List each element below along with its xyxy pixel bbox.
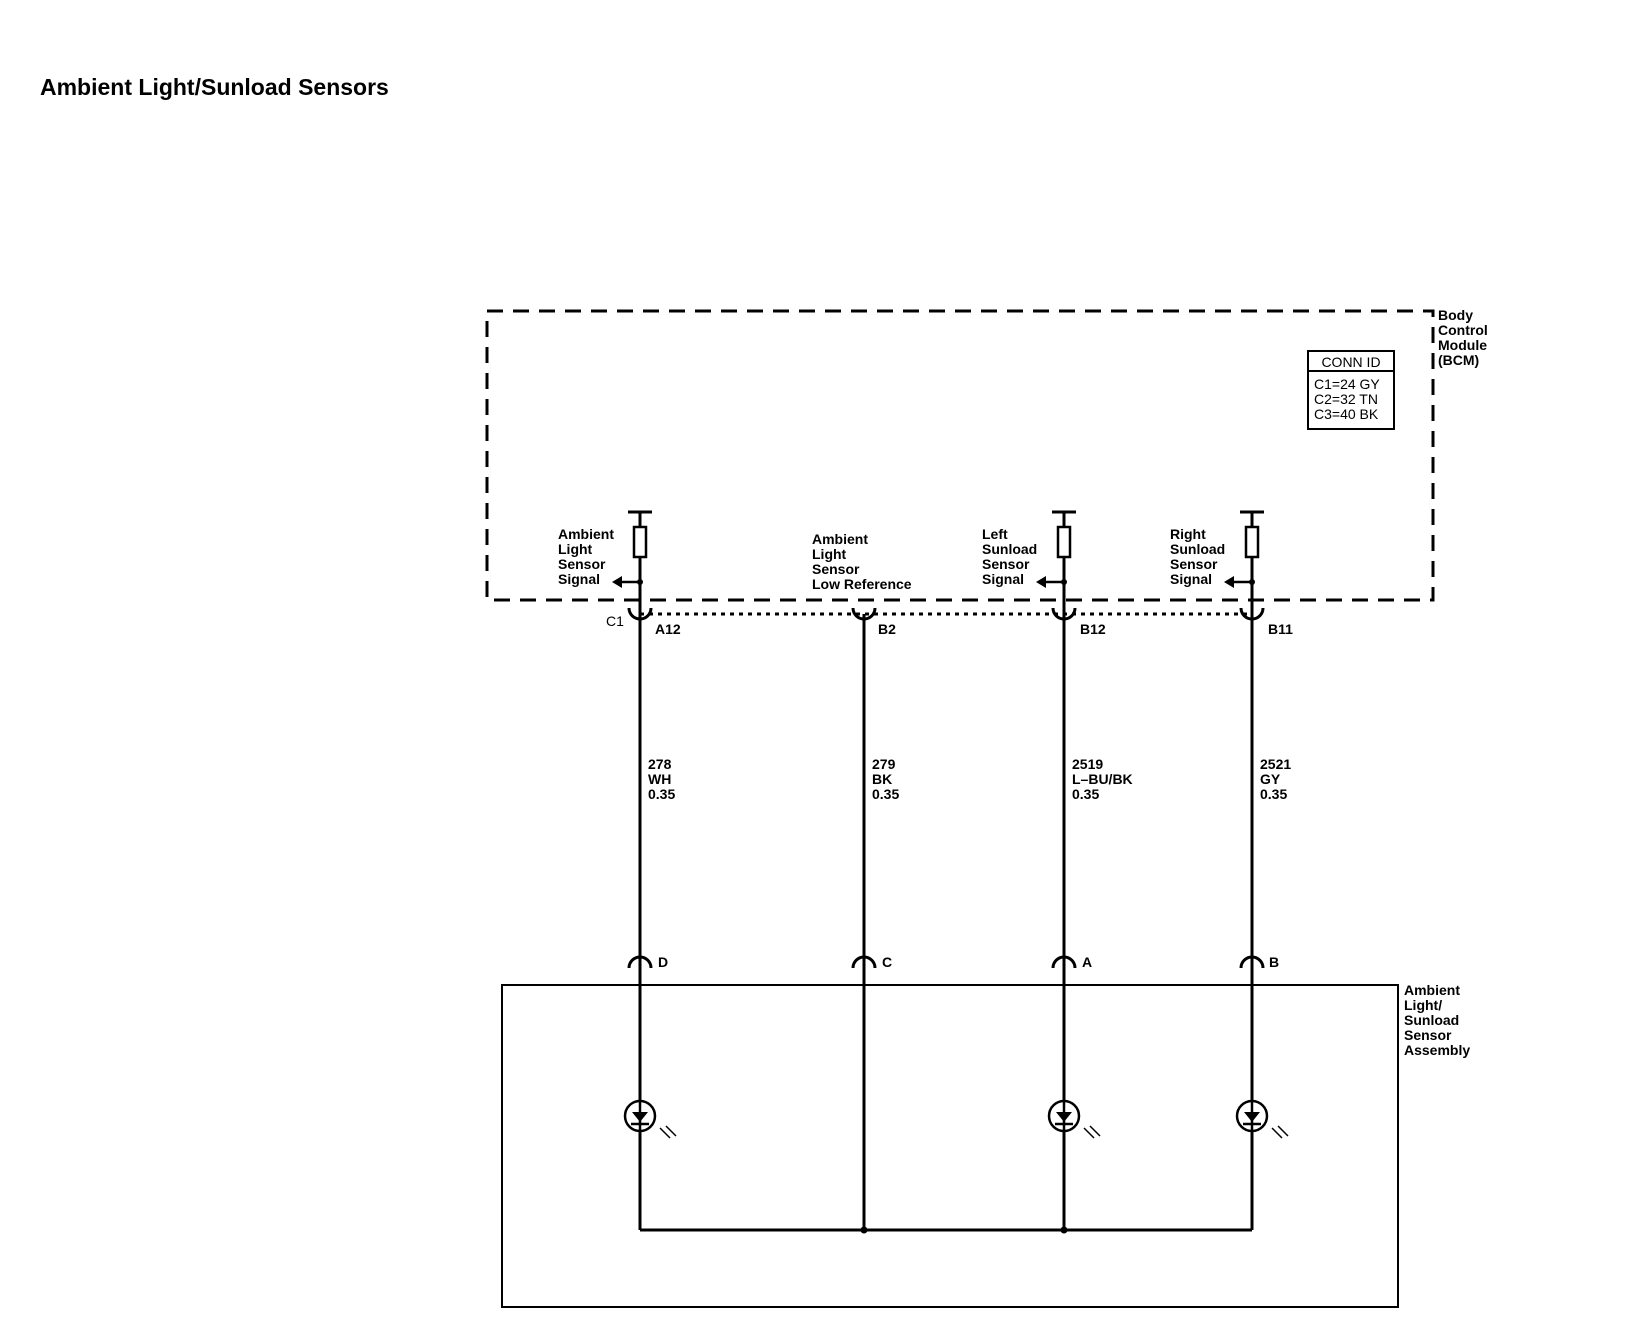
conn-id-row: C2=32 TN <box>1314 391 1378 407</box>
bcm-name-line: Module <box>1438 337 1487 353</box>
wire-label: 278 WH 0.35 <box>648 756 675 802</box>
assembly-name: Ambient Light/ Sunload Sensor Assembly <box>1404 982 1470 1058</box>
bcm-pin-label: B12 <box>1080 621 1106 637</box>
connector-pin-icon <box>1051 955 1077 969</box>
page-title: Ambient Light/Sunload Sensors <box>40 74 389 100</box>
photodiode-icon <box>623 1099 677 1139</box>
wire-label: 279 BK 0.35 <box>872 756 899 802</box>
bcm-name-line: (BCM) <box>1438 352 1479 368</box>
bcm-name-line: Control <box>1438 322 1488 338</box>
signal-label: Ambient Light Sensor Low Reference <box>812 531 912 592</box>
signal-arrow-icon <box>612 576 622 588</box>
circuit-ambient-light-signal: Ambient Light Sensor Signal A12 278 WH 0… <box>558 510 681 1230</box>
signal-arrow-icon <box>1224 576 1234 588</box>
assembly-pin-label: C <box>882 954 892 970</box>
signal-arrow-icon <box>1036 576 1046 588</box>
conn-id-row: C3=40 BK <box>1314 406 1379 422</box>
conn-id-header: CONN ID <box>1321 354 1380 370</box>
sensor-assembly-boundary <box>501 984 1399 1308</box>
signal-label: Left Sunload Sensor Signal <box>982 526 1041 587</box>
bcm-name: Body Control Module (BCM) <box>1438 307 1492 368</box>
splice-dot <box>1060 1226 1068 1234</box>
signal-label: Right Sunload Sensor Signal <box>1170 526 1229 587</box>
signal-label: Ambient Light Sensor Signal <box>558 526 618 587</box>
pullup-resistor <box>1056 525 1072 559</box>
bcm-name-line: Body <box>1438 307 1473 323</box>
wire-label: 2519 L–BU/BK 0.35 <box>1072 756 1137 802</box>
bcm-pin-label: B2 <box>878 621 896 637</box>
connector-pin-icon <box>1239 955 1265 969</box>
pullup-resistor <box>632 525 648 559</box>
bcm-pin-label: B11 <box>1268 621 1293 637</box>
circuit-left-sunload-signal: Left Sunload Sensor Signal B12 2519 L–BU… <box>982 510 1137 1230</box>
assembly-pin-label: B <box>1269 954 1279 970</box>
circuit-right-sunload-signal: Right Sunload Sensor Signal B11 2521 GY … <box>1170 510 1295 1230</box>
connector-pin-icon <box>851 955 877 969</box>
pullup-resistor <box>1244 525 1260 559</box>
bcm-pin-label: A12 <box>655 621 681 637</box>
bcm-boundary <box>485 309 1435 602</box>
wire-label: 2521 GY 0.35 <box>1260 756 1295 802</box>
assembly-pin-label: D <box>658 954 668 970</box>
conn-id-row: C1=24 GY <box>1314 376 1380 392</box>
connector-pin-icon <box>627 955 653 969</box>
photodiode-icon <box>1047 1099 1101 1139</box>
assembly-pin-label: A <box>1082 954 1092 970</box>
splice-dot <box>860 1226 868 1234</box>
bcm-connector-label: C1 <box>606 613 624 629</box>
circuit-ambient-light-low-reference: Ambient Light Sensor Low Reference B2 27… <box>812 531 912 1230</box>
photodiode-icon <box>1235 1099 1289 1139</box>
conn-id-box: CONN ID C1=24 GY C2=32 TN C3=40 BK <box>1307 350 1395 430</box>
